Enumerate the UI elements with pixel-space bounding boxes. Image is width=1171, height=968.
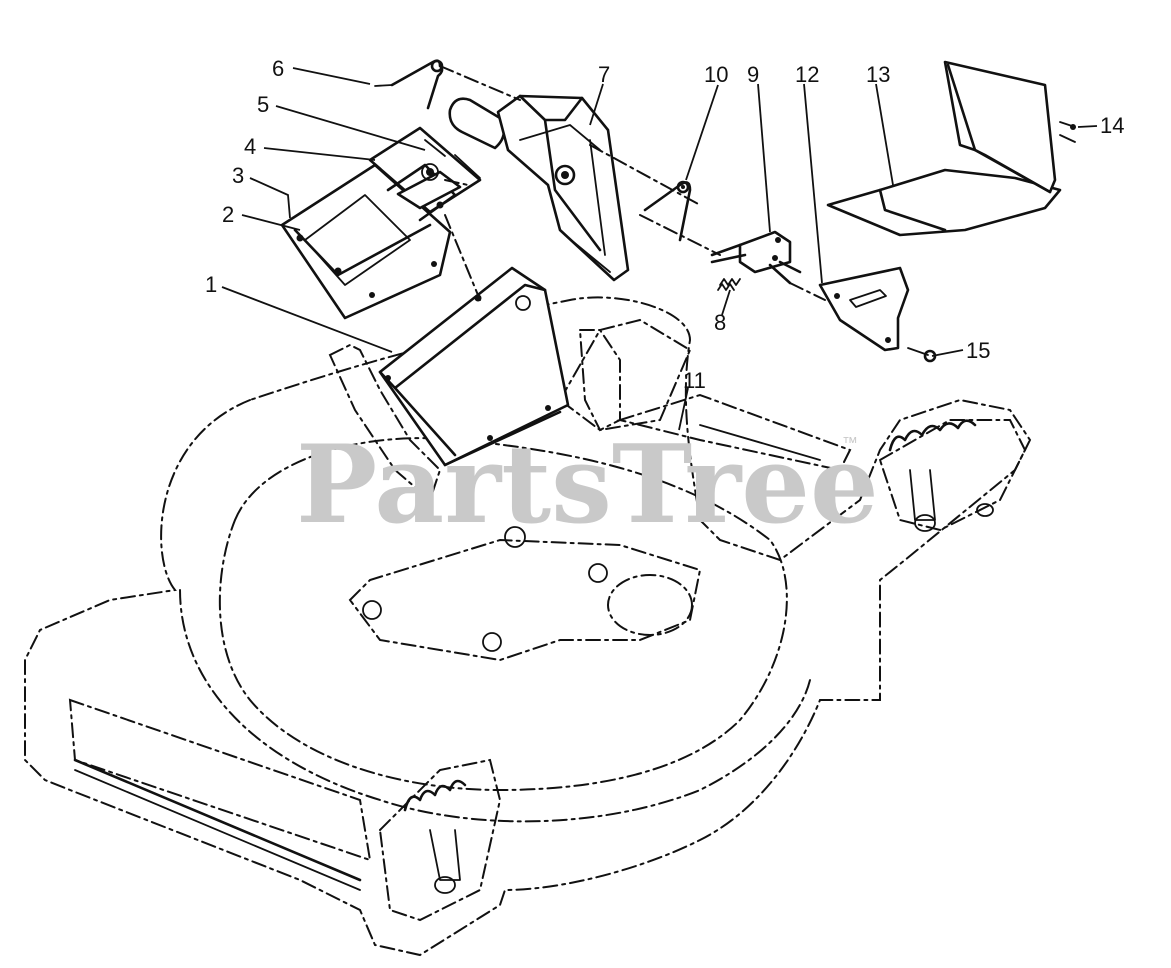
callout-6: 6 xyxy=(272,56,284,81)
callout-10: 10 xyxy=(704,62,728,87)
callout-4: 4 xyxy=(244,134,256,159)
callout-13: 13 xyxy=(866,62,890,87)
callout-5: 5 xyxy=(257,92,269,117)
callout-9: 9 xyxy=(747,62,759,87)
part-7-rear-flap xyxy=(448,94,630,282)
part-15-screw xyxy=(907,347,937,363)
callout-7: 7 xyxy=(598,62,610,87)
callout-15: 15 xyxy=(966,338,990,363)
part-1-hinge-bracket xyxy=(378,266,570,467)
alignment-lines xyxy=(439,65,826,301)
callout-labels: 1 2 3 4 5 6 7 8 9 10 11 12 13 14 15 xyxy=(205,56,1124,393)
callout-11: 11 xyxy=(683,368,706,393)
part-14-top-flap xyxy=(943,60,1076,194)
callout-8: 8 xyxy=(714,310,726,335)
part-10-spring xyxy=(643,180,692,242)
part-2-deflector-plate xyxy=(280,163,452,320)
callout-1: 1 xyxy=(205,272,217,297)
part-6-torsion-spring xyxy=(374,59,444,110)
part-12-latch-plate xyxy=(818,266,910,352)
callout-14: 14 xyxy=(1100,113,1124,138)
part-8-compression-spring xyxy=(717,278,741,291)
watermark: PartsTree ™ xyxy=(296,422,879,548)
part-13-chute-cover xyxy=(826,168,1062,237)
callout-12: 12 xyxy=(795,62,819,87)
watermark-trademark: ™ xyxy=(842,435,858,452)
callout-2: 2 xyxy=(222,202,234,227)
part-9-latch-bracket xyxy=(710,230,802,285)
callout-3: 3 xyxy=(232,163,244,188)
watermark-brand: PartsTree xyxy=(296,422,879,548)
callout-leaders xyxy=(221,67,1098,431)
part-3-4-5-latch-plate xyxy=(368,126,482,222)
